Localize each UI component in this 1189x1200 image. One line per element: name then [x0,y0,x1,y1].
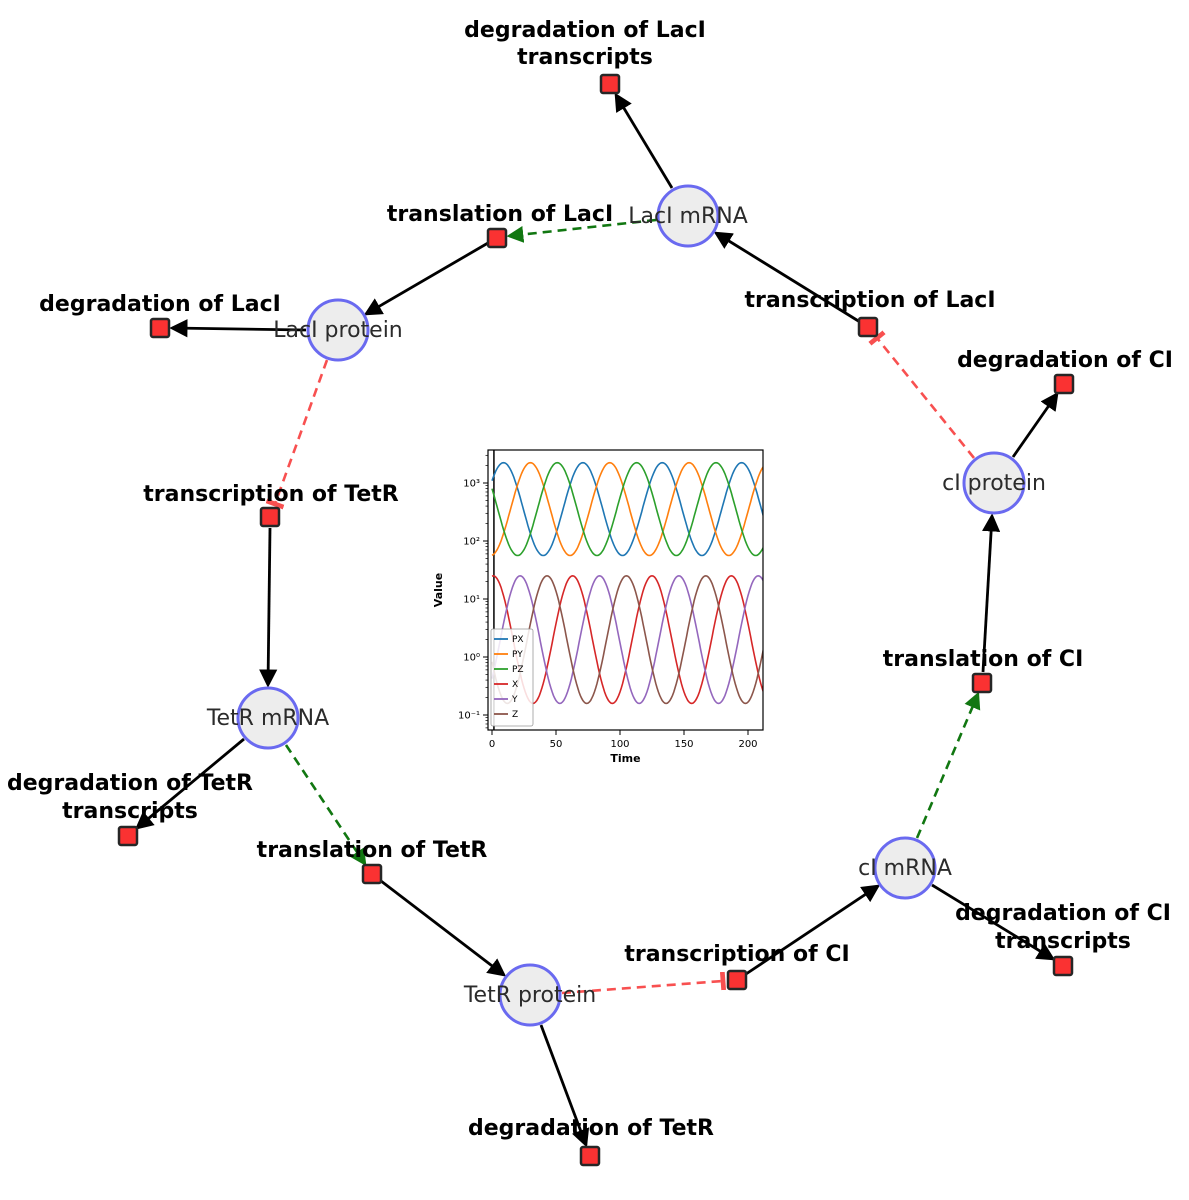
chart-y-tick-label: 10⁰ [463,653,480,664]
reaction-label-degradation-of-laci-transcripts-1: degradation of LacI [464,18,706,43]
reaction-label-degradation-of-tetr-transcripts-1: degradation of TetR [7,771,253,796]
edge-translation-of-ci-to-ci-protein [981,513,1001,673]
reaction-node-degradation-of-tetr[interactable] [579,1145,601,1167]
edge-ci-protein-inhibits-transcription-of-laci [868,330,976,459]
chart-legend-label-PX: PX [512,635,524,645]
reaction-label-degradation-of-tetr-transcripts-2: transcripts [62,799,198,824]
reaction-node-transcription-of-tetr[interactable] [259,506,281,528]
chart-y-tick-label: 10³ [463,479,480,490]
species-label-laci-protein: LacI protein [273,318,403,343]
edge-translation-of-tetr-to-tetr-protein [380,879,507,977]
edge-transcription-of-tetr-to-tetr-mrna [259,527,278,688]
edge-layer [134,92,1059,1148]
reaction-node-translation-of-ci[interactable] [971,672,993,694]
reaction-node-degradation-of-ci[interactable] [1053,373,1075,395]
reaction-node-transcription-of-laci[interactable] [857,316,879,338]
species-node-laci-mrna[interactable]: LacI mRNA [628,184,748,248]
chart-x-tick-label: 150 [674,739,693,750]
chart-x-tick-label: 200 [738,739,757,750]
edge-laci-mrna-to-degradation-of-laci-transcripts [614,92,674,189]
species-label-tetr-protein: TetR protein [463,983,596,1008]
reaction-label-degradation-of-laci-transcripts-2: transcripts [517,45,653,70]
species-node-ci-mrna[interactable]: cI mRNA [858,836,952,900]
reaction-label-layer: degradation of LacI transcripts translat… [7,18,1173,1141]
edge-laci-protein-inhibits-transcription-of-tetr [265,359,329,510]
edge-tetr-protein-to-degradation-of-tetr [539,1024,590,1148]
reaction-label-translation-of-ci: translation of CI [883,647,1084,672]
species-label-ci-protein: cI protein [942,471,1046,496]
edge-tetr-mrna-to-translation-of-tetr [284,744,367,867]
reaction-label-transcription-of-tetr: transcription of TetR [143,482,399,507]
reaction-node-degradation-of-laci-transcripts[interactable] [599,73,621,95]
chart-legend-label-Z: Z [512,710,518,720]
reaction-label-transcription-of-laci: transcription of LacI [744,288,995,313]
edge-translation-of-laci-to-laci-protein [363,241,489,316]
chart-y-tick-label: 10¹ [463,595,480,606]
chart-legend-label-Y: Y [511,695,518,705]
chart-x-tick-label: 100 [610,739,629,750]
edge-transcription-of-ci-to-ci-mrna [745,884,881,976]
species-label-laci-mrna: LacI mRNA [628,204,748,229]
species-node-layer: LacI mRNA LacI protein TetR mRNA TetR pr… [206,184,1046,1027]
chart-y-tick-label: 10² [463,537,480,548]
reaction-label-translation-of-tetr: translation of TetR [257,838,488,863]
edge-tetr-mrna-to-degradation-of-tetr-transcripts [134,737,245,830]
species-node-tetr-mrna[interactable]: TetR mRNA [206,686,329,750]
chart-legend-label-X: X [512,680,518,690]
species-label-ci-mrna: cI mRNA [858,856,952,881]
edge-ci-mrna-to-degradation-of-ci-transcripts [931,883,1056,961]
species-node-ci-protein[interactable]: cI protein [942,451,1046,515]
edge-ci-mrna-to-translation-of-ci [915,691,981,839]
chart-series-Y [491,574,763,705]
chart-legend: PX PY PZ XYZ [490,628,534,727]
reaction-label-transcription-of-ci: transcription of CI [624,942,849,967]
reaction-label-degradation-of-ci-transcripts-2: transcripts [995,929,1131,954]
edge-laci-protein-to-degradation-of-laci [169,319,307,338]
chart-y-tick-label: 10⁻¹ [458,711,480,722]
chart-legend-label-PZ: PZ [512,665,524,675]
edge-tetr-protein-inhibits-transcription-of-ci [561,971,727,995]
reaction-label-degradation-of-laci: degradation of LacI [39,292,281,317]
reaction-node-translation-of-tetr[interactable] [361,863,383,885]
reaction-node-degradation-of-laci[interactable] [149,317,171,339]
species-node-tetr-protein[interactable]: TetR protein [463,963,596,1027]
chart-series-Z [491,574,763,705]
reaction-node-degradation-of-ci-transcripts[interactable] [1052,955,1074,977]
chart-x-tick-label: 50 [550,739,563,750]
edge-ci-protein-to-degradation-of-ci [1011,391,1059,458]
chart-ylabel: Value [432,573,445,607]
edge-laci-mrna-to-translation-of-laci [506,218,657,243]
reaction-node-transcription-of-ci[interactable] [726,969,748,991]
reaction-label-degradation-of-tetr: degradation of TetR [468,1116,714,1141]
chart-series-PZ [491,461,763,557]
reaction-node-translation-of-laci[interactable] [486,227,508,249]
reaction-label-translation-of-laci: translation of LacI [387,202,613,227]
chart-plot-border [487,449,764,731]
species-label-tetr-mrna: TetR mRNA [206,706,329,731]
reaction-node-degradation-of-tetr-transcripts[interactable] [117,825,139,847]
edge-transcription-of-laci-to-laci-mrna [713,231,861,324]
species-node-laci-protein[interactable]: LacI protein [273,298,403,362]
chart-series-PY [491,461,763,557]
chart-xlabel: Time [610,752,640,765]
chart-series-PX [491,461,763,557]
reaction-node-layer [117,73,1075,1167]
chart-x-tick-label: 0 [489,739,495,750]
chart-series-X [491,574,763,705]
chart-legend-label-PY: PY [512,650,523,660]
reaction-label-degradation-of-ci: degradation of CI [957,348,1173,373]
reaction-label-degradation-of-ci-transcripts-1: degradation of CI [955,901,1171,926]
